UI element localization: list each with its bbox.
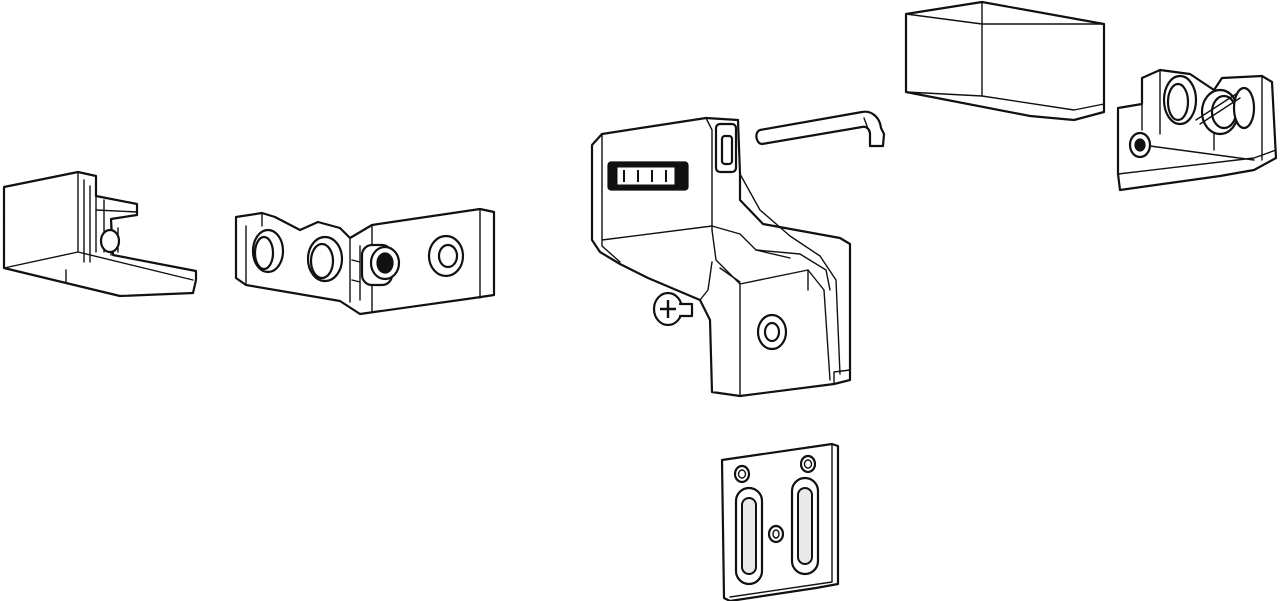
bracket-screw (652, 291, 694, 327)
left-end-cap (2, 170, 198, 298)
right-bracket-clip (1116, 68, 1278, 192)
locking-pin (755, 110, 886, 148)
left-bracket-clip (234, 207, 496, 316)
right-end-cap (904, 0, 1106, 122)
mounting-plate (720, 442, 840, 601)
main-bracket (590, 116, 852, 398)
